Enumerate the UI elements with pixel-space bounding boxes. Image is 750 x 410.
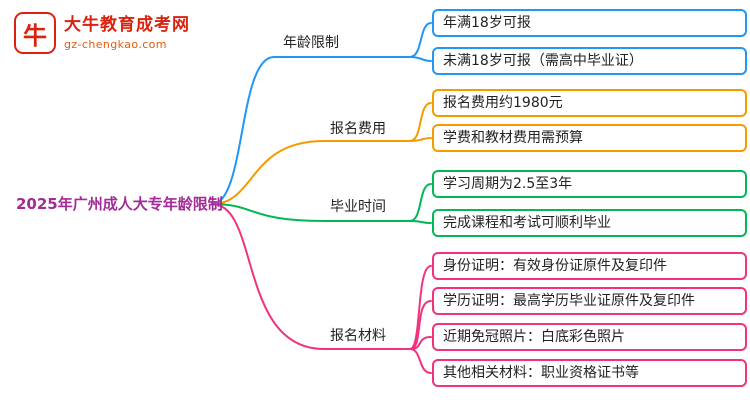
leaf-graduation-req: 完成课程和考试可顺利毕业 — [432, 209, 747, 237]
connector-leaf-mat-2 — [409, 300, 432, 350]
connector-leaf-fee-1 — [409, 102, 432, 142]
connector-leaf-age-2 — [409, 56, 432, 62]
logo-subtitle: gz-chengkao.com — [64, 38, 167, 51]
leaf-age-18plus: 年满18岁可报 — [432, 9, 747, 37]
connector-branch-time — [211, 203, 411, 222]
branch-label-graduation-time: 毕业时间 — [330, 199, 386, 215]
leaf-id-proof: 身份证明：有效身份证原件及复印件 — [432, 252, 747, 280]
branch-label-fee: 报名费用 — [330, 121, 386, 137]
connector-leaf-fee-2 — [409, 137, 432, 142]
connector-leaf-mat-1 — [409, 265, 432, 350]
site-logo: 牛 大牛教育成考网 gz-chengkao.com — [14, 12, 190, 54]
connector-branch-fee — [211, 140, 411, 205]
bull-logo-icon: 牛 — [14, 12, 56, 54]
connector-leaf-age-1 — [409, 22, 432, 58]
leaf-age-under18: 未满18岁可报（需高中毕业证） — [432, 47, 747, 75]
connector-branch-materials — [211, 203, 411, 350]
logo-text: 大牛教育成考网 gz-chengkao.com — [64, 15, 190, 51]
branch-label-age: 年龄限制 — [283, 35, 339, 51]
leaf-other-materials: 其他相关材料：职业资格证书等 — [432, 359, 747, 387]
connector-leaf-time-1 — [409, 183, 432, 222]
leaf-education-proof: 学历证明：最高学历毕业证原件及复印件 — [432, 287, 747, 315]
connector-leaf-mat-4 — [409, 348, 432, 374]
connector-branch-age — [211, 56, 411, 205]
leaf-fee-budget: 学费和教材费用需预算 — [432, 124, 747, 152]
root-node: 2025年广州成人大专年龄限制 — [16, 195, 223, 213]
logo-title: 大牛教育成考网 — [64, 15, 190, 35]
leaf-fee-amount: 报名费用约1980元 — [432, 89, 747, 117]
leaf-photo: 近期免冠照片：白底彩色照片 — [432, 323, 747, 351]
leaf-study-duration: 学习周期为2.5至3年 — [432, 170, 747, 198]
connector-leaf-time-2 — [409, 220, 432, 224]
branch-label-materials: 报名材料 — [330, 328, 386, 344]
